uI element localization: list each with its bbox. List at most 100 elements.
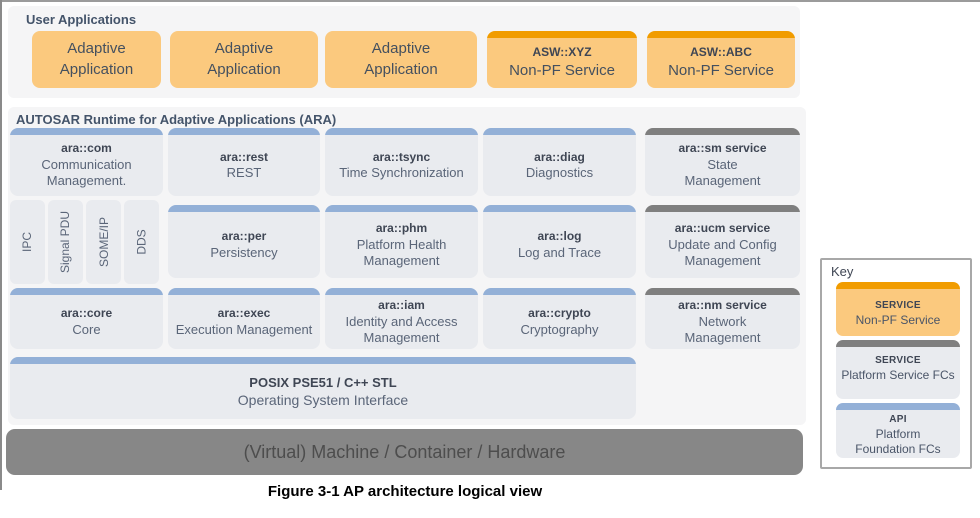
box-cap [645, 128, 800, 135]
top-border-line [0, 0, 980, 2]
ara-sm-title: ara::sm service [678, 141, 767, 156]
left-border-line [0, 0, 2, 490]
key-platform-foundation-label: Platform Foundation FCs [855, 427, 941, 456]
box-cap [325, 128, 478, 135]
ara-log-title: ara::log [537, 229, 582, 244]
posix-subtitle: Operating System Interface [237, 392, 409, 409]
key-platform-foundation-tag: API [889, 414, 907, 425]
box-cap [836, 282, 960, 289]
transport-someip-box: SOME/IP [86, 200, 121, 284]
ara-phm-subtitle: Platform Health Management [356, 236, 447, 268]
adaptive-application-box-1: Adaptive Application [32, 31, 161, 88]
ara-nm-subtitle: Network Management [684, 313, 761, 345]
box-cap [487, 31, 637, 38]
ara-com-box: ara::com Communication Management. [10, 128, 163, 196]
asw-abc-subtitle: Non-PF Service [668, 62, 774, 80]
transport-signal-pdu-label: Signal PDU [58, 210, 73, 274]
ara-core-box: ara::core Core [10, 288, 163, 349]
key-platform-service-tag: SERVICE [875, 355, 921, 366]
asw-xyz-box: ASW::XYZ Non-PF Service [487, 31, 637, 88]
adaptive-application-box-3: Adaptive Application [325, 31, 477, 88]
box-cap [10, 288, 163, 295]
key-non-pf-service-box: SERVICE Non-PF Service [836, 282, 960, 336]
box-cap [168, 205, 320, 212]
ara-phm-title: ara::phm [375, 220, 428, 235]
ara-header: AUTOSAR Runtime for Adaptive Application… [16, 112, 337, 127]
ara-sm-service-box: ara::sm service State Management [645, 128, 800, 196]
key-header: Key [831, 264, 854, 279]
ara-com-title: ara::com [61, 141, 112, 156]
box-cap [645, 205, 800, 212]
ara-ucm-service-box: ara::ucm service Update and Config Manag… [645, 205, 800, 278]
ara-rest-title: ara::rest [219, 149, 269, 164]
ara-per-subtitle: Persistency [210, 244, 278, 260]
transport-dds-box: DDS [124, 200, 159, 284]
ara-iam-title: ara::iam [378, 297, 425, 312]
key-platform-service-label: Platform Service FCs [841, 368, 955, 382]
box-cap [836, 340, 960, 347]
posix-os-interface-box: POSIX PSE51 / C++ STL Operating System I… [10, 357, 636, 419]
user-applications-header: User Applications [26, 12, 137, 27]
box-cap [483, 205, 636, 212]
figure-caption: Figure 3-1 AP architecture logical view [267, 483, 543, 500]
key-non-pf-tag: SERVICE [875, 299, 921, 311]
ara-rest-subtitle: REST [226, 165, 262, 181]
machine-hardware-label: (Virtual) Machine / Container / Hardware [243, 441, 566, 462]
box-cap [647, 31, 795, 38]
key-platform-foundation-box: API Platform Foundation FCs [836, 403, 960, 458]
ara-log-box: ara::log Log and Trace [483, 205, 636, 278]
posix-title: POSIX PSE51 / C++ STL [249, 374, 397, 390]
ara-crypto-box: ara::crypto Cryptography [483, 288, 636, 349]
key-legend-panel: Key SERVICE Non-PF Service SERVICE Platf… [820, 258, 972, 469]
key-platform-service-box: SERVICE Platform Service FCs [836, 340, 960, 399]
ara-nm-title: ara::nm service [678, 297, 767, 312]
box-cap [168, 288, 320, 295]
ara-sm-subtitle: State Management [684, 157, 761, 189]
asw-xyz-title: ASW::XYZ [532, 45, 592, 60]
ara-diag-title: ara::diag [534, 149, 585, 164]
box-cap [10, 128, 163, 135]
box-cap [483, 128, 636, 135]
adaptive-application-label: Adaptive Application [207, 40, 281, 78]
ara-rest-box: ara::rest REST [168, 128, 320, 196]
transport-ipc-box: IPC [10, 200, 45, 284]
ara-nm-service-box: ara::nm service Network Management [645, 288, 800, 349]
box-cap [10, 357, 636, 364]
ara-core-title: ara::core [60, 306, 113, 321]
ara-ucm-subtitle: Update and Config Management [668, 236, 777, 268]
ara-ucm-title: ara::ucm service [674, 220, 771, 235]
box-cap [325, 288, 478, 295]
ara-com-subtitle: Communication Management. [41, 157, 132, 189]
adaptive-application-label: Adaptive Application [59, 40, 134, 78]
ara-exec-box: ara::exec Execution Management [168, 288, 320, 349]
ara-log-subtitle: Log and Trace [517, 244, 602, 260]
box-cap [836, 403, 960, 410]
adaptive-application-box-2: Adaptive Application [170, 31, 318, 88]
box-cap [325, 205, 478, 212]
transport-ipc-label: IPC [20, 231, 35, 253]
ara-exec-title: ara::exec [217, 306, 271, 321]
ara-crypto-subtitle: Cryptography [520, 321, 599, 337]
transport-dds-label: DDS [134, 229, 149, 255]
adaptive-application-label: Adaptive Application [364, 40, 438, 78]
asw-xyz-subtitle: Non-PF Service [509, 62, 615, 80]
ara-phm-box: ara::phm Platform Health Management [325, 205, 478, 278]
asw-abc-box: ASW::ABC Non-PF Service [647, 31, 795, 88]
box-cap [483, 288, 636, 295]
ara-tsync-subtitle: Time Synchronization [339, 165, 464, 181]
ara-per-box: ara::per Persistency [168, 205, 320, 278]
ara-core-subtitle: Core [72, 321, 101, 337]
ara-tsync-title: ara::tsync [372, 149, 431, 164]
ara-tsync-box: ara::tsync Time Synchronization [325, 128, 478, 196]
key-non-pf-label: Non-PF Service [855, 312, 941, 327]
ara-diag-box: ara::diag Diagnostics [483, 128, 636, 196]
ara-iam-subtitle: Identity and Access Management [345, 313, 458, 345]
transport-signal-pdu-box: Signal PDU [48, 200, 83, 284]
transport-someip-label: SOME/IP [96, 216, 111, 268]
asw-abc-title: ASW::ABC [690, 45, 752, 60]
machine-hardware-bar: (Virtual) Machine / Container / Hardware [6, 429, 803, 475]
ara-exec-subtitle: Execution Management [175, 321, 313, 337]
ara-crypto-title: ara::crypto [528, 306, 591, 321]
ara-diag-subtitle: Diagnostics [525, 165, 594, 181]
